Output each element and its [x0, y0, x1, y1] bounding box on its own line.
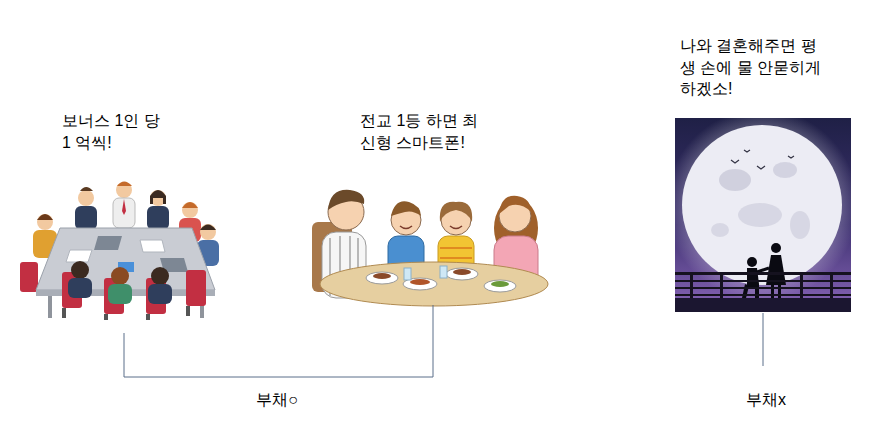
family-dinner-illustration-part — [366, 272, 398, 284]
leader-line — [763, 313, 764, 366]
caption-text: 전교 1등 하면 최신형 스마트폰! — [360, 110, 488, 153]
family-dinner-illustration-part — [438, 236, 474, 278]
family-dinner-illustration-part — [440, 202, 472, 222]
meeting-illustration-part — [150, 190, 166, 204]
meeting-illustration-part — [147, 206, 169, 230]
moon-proposal-illustration-part — [747, 257, 757, 267]
family-dinner-illustration-part — [491, 281, 509, 287]
moon-proposal-illustration-part — [731, 160, 739, 163]
caption-text: 보너스 1인 당 1 억씩! — [62, 110, 170, 153]
moon-proposal-illustration-part — [675, 287, 851, 289]
caption-panel: 나와 결혼해주면 평생 손에 물 안묻히게 하겠소! — [672, 30, 852, 312]
family-dinner-illustration — [312, 190, 548, 306]
moon-proposal-illustration-part — [773, 162, 797, 178]
moon-proposal-illustration-part — [682, 125, 842, 285]
meeting-illustration-part — [108, 284, 132, 304]
family-dinner-illustration-part — [440, 266, 447, 278]
meeting-illustration-part — [78, 190, 94, 206]
family-dinner-illustration-part — [440, 257, 472, 259]
meeting-illustration-part — [68, 278, 92, 298]
meeting-illustration — [20, 182, 219, 321]
meeting-illustration-part — [148, 284, 172, 304]
family-dinner-illustration-part — [320, 262, 548, 306]
moon-proposal-illustration-part — [757, 268, 769, 272]
moon-proposal-illustration-part — [711, 223, 729, 237]
meeting-illustration-part — [104, 314, 108, 320]
family-dinner-illustration-part — [484, 280, 516, 292]
meeting-illustration-part — [150, 190, 166, 206]
moon-proposal-illustration — [666, 109, 858, 312]
moon-proposal-illustration-part — [771, 243, 781, 253]
meeting-illustration-part — [62, 308, 66, 318]
meeting-illustration-part — [116, 182, 132, 198]
caption-text: 나와 결혼해주면 평생 손에 물 안묻히게 하겠소! — [680, 35, 830, 100]
moon-proposal-illustration-part — [675, 298, 851, 312]
family-dinner-illustration-part — [410, 279, 430, 285]
family-dinner-illustration-part — [440, 247, 472, 249]
debt-label: 부채x — [744, 389, 788, 411]
moon-proposal-illustration-part — [757, 166, 765, 169]
meeting-illustration-part — [200, 224, 216, 240]
moon-proposal-illustration-part — [719, 169, 751, 191]
moon-proposal-illustration-part — [790, 211, 810, 239]
meeting-illustration-part — [182, 202, 198, 208]
moon-proposal-illustration-part — [720, 272, 723, 300]
bracket-connector — [124, 305, 433, 377]
moon-proposal-illustration-part — [744, 150, 750, 152]
meeting-illustration-part — [48, 296, 52, 318]
moon-proposal-illustration-part — [675, 294, 851, 296]
moon-proposal-illustration-part — [830, 272, 833, 300]
debt-label: 부채○ — [254, 389, 300, 411]
meeting-illustration-part — [37, 214, 53, 230]
moon-proposal-illustration-part — [675, 272, 851, 275]
family-dinner-illustration-part — [450, 226, 462, 229]
meeting-illustration-part — [186, 270, 206, 306]
meeting-illustration-part — [151, 267, 169, 285]
meeting-illustration-part — [117, 182, 132, 187]
family-dinner-illustration-part — [453, 269, 471, 275]
meeting-illustration-part — [71, 261, 89, 279]
meeting-illustration-part — [122, 199, 126, 215]
moon-proposal-illustration-part — [738, 203, 782, 227]
family-dinner-illustration-part — [373, 273, 391, 279]
meeting-illustration-part — [182, 202, 198, 218]
meeting-illustration-part — [94, 236, 122, 250]
family-dinner-illustration-part — [404, 268, 411, 280]
moon-proposal-illustration-part — [666, 109, 858, 301]
meeting-illustration-part — [186, 306, 190, 316]
family-dinner-illustration-part — [328, 190, 364, 210]
family-dinner-illustration-part — [391, 201, 421, 216]
family-dinner-illustration-part — [446, 268, 478, 280]
moon-proposal-illustration-part — [675, 280, 851, 282]
meeting-illustration-part — [20, 262, 38, 292]
meeting-illustration-part — [113, 198, 135, 228]
caption-panel: 전교 1등 하면 최신형 스마트폰! — [305, 105, 555, 305]
caption-panel: 보너스 1인 당 1 억씩! — [15, 105, 230, 333]
family-dinner-illustration-part — [400, 226, 412, 229]
meeting-illustration-part — [37, 214, 53, 220]
meeting-illustration-part — [66, 250, 92, 262]
meeting-illustration-part — [80, 187, 93, 191]
moon-proposal-illustration-part — [690, 272, 693, 300]
meeting-illustration-part — [200, 225, 216, 231]
meeting-illustration-part — [75, 206, 97, 230]
meeting-illustration-part — [140, 240, 165, 252]
moon-proposal-illustration-part — [800, 272, 803, 300]
meeting-illustration-part — [146, 314, 150, 320]
meeting-illustration-part — [111, 267, 129, 285]
moon-proposal-illustration-part — [788, 156, 794, 158]
family-dinner-illustration-part — [499, 196, 531, 214]
